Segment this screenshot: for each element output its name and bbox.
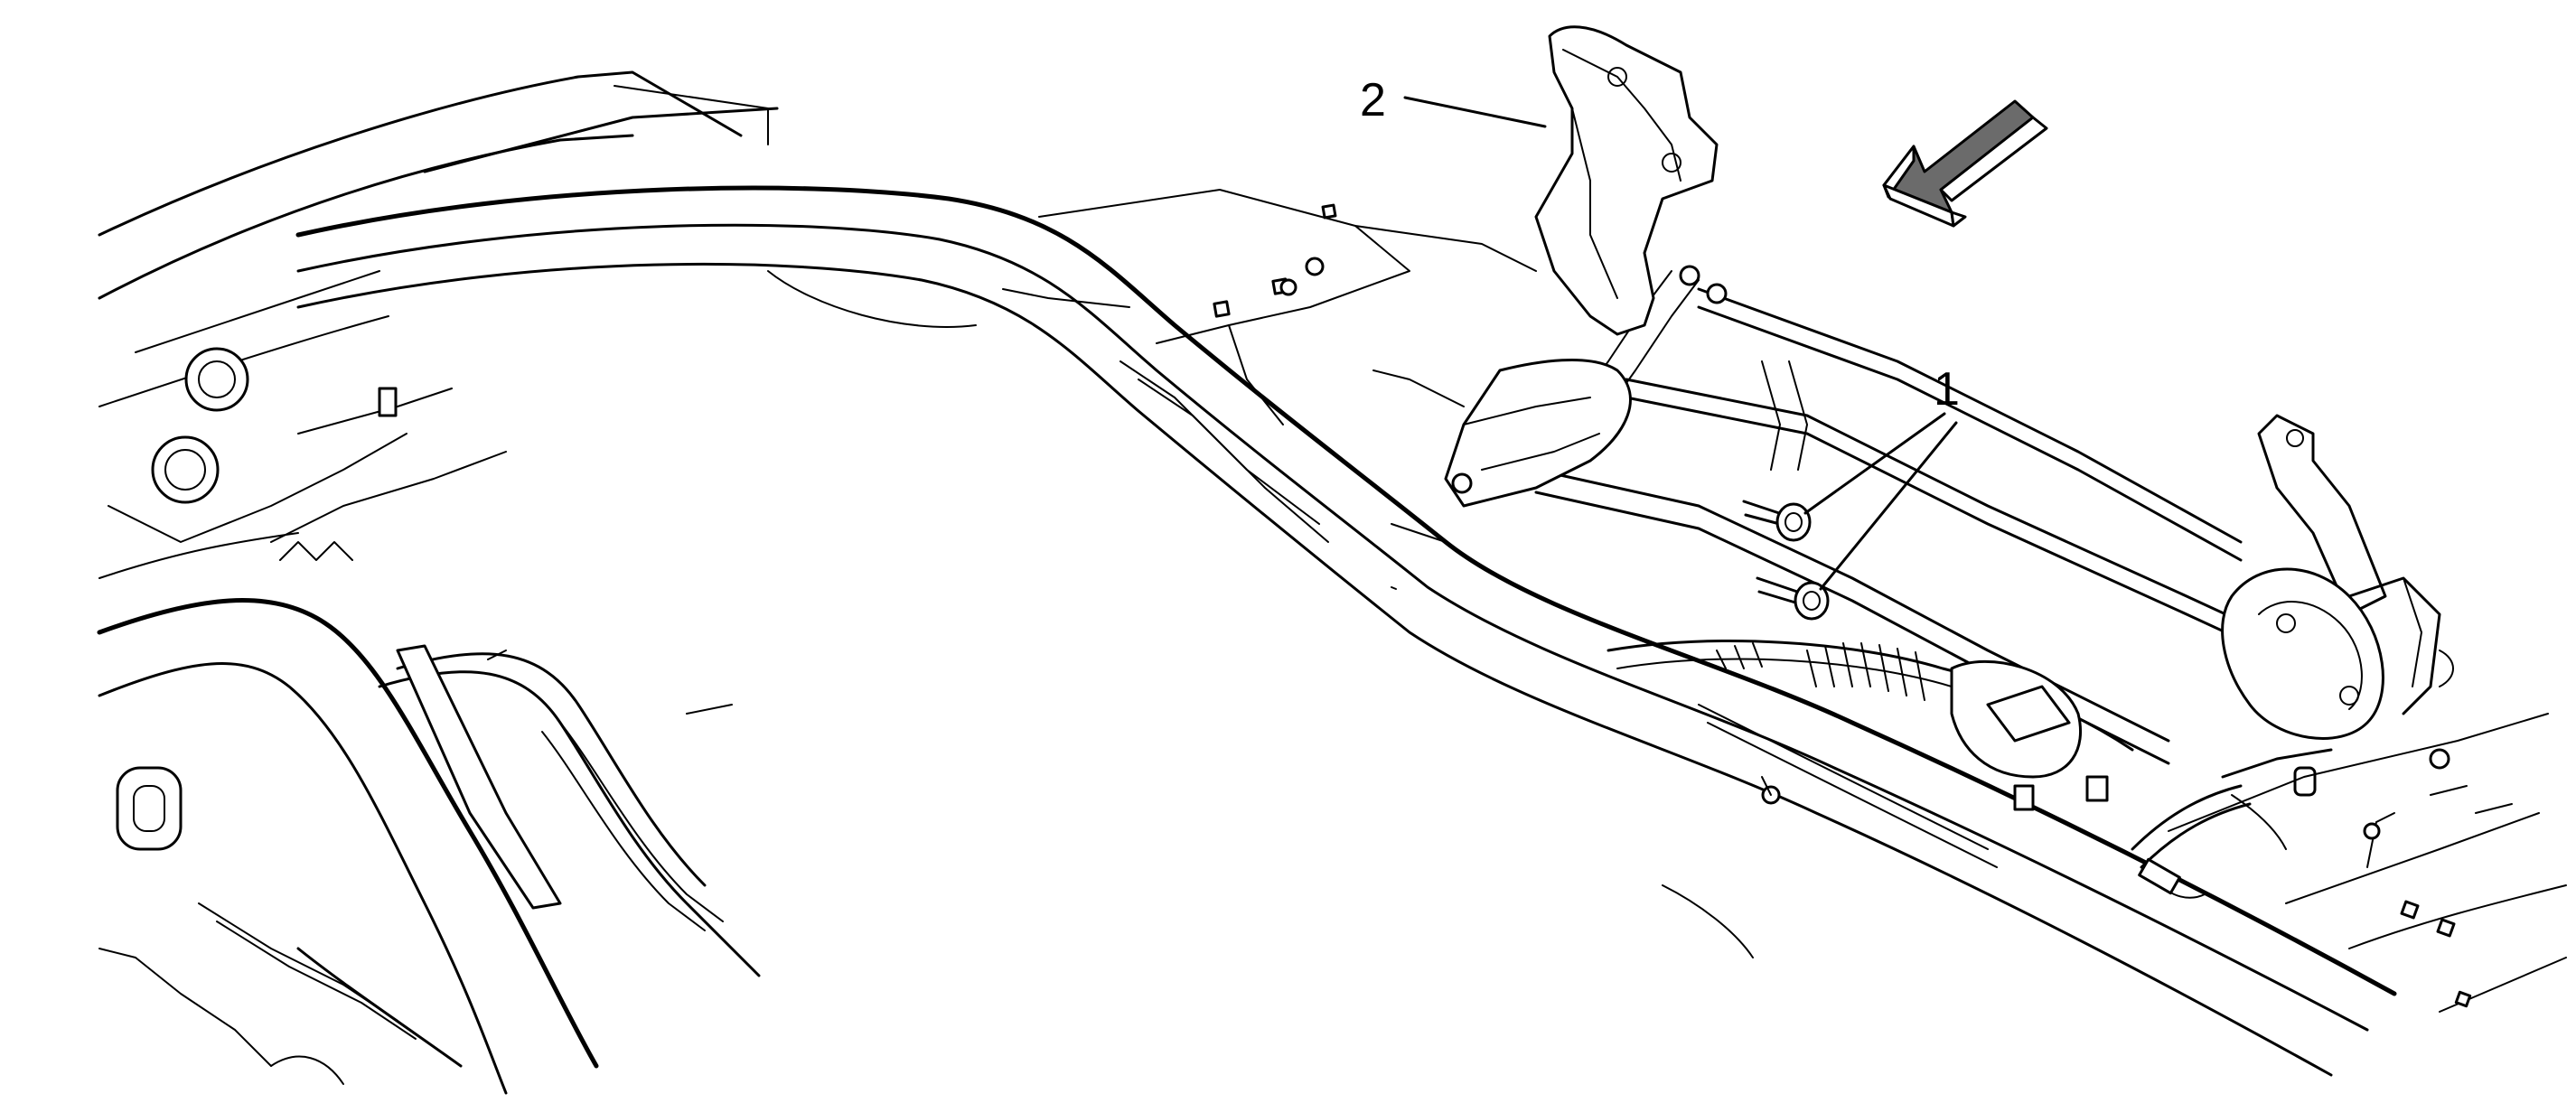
bolt-part-1-upper xyxy=(1742,500,1812,542)
callout-2-leader-line xyxy=(1403,96,1547,128)
lower-left-frame-rail xyxy=(97,598,761,1095)
crossmember-and-rods xyxy=(1534,265,2306,765)
callout-1-label: 1 xyxy=(1934,363,1960,416)
rear-body-panel xyxy=(98,70,779,579)
bracket-part-2 xyxy=(1444,25,1719,508)
callout-1-leader-line-lower xyxy=(1819,421,1958,591)
right-floor-panel xyxy=(1662,713,2567,1013)
right-rear-mount-bracket xyxy=(2221,414,2454,850)
bolt-part-1-lower xyxy=(1756,576,1830,621)
callout-2-label: 2 xyxy=(1360,74,1386,126)
center-floor-lines xyxy=(487,189,1537,715)
frame-rail xyxy=(295,185,2397,1077)
harness-bundle xyxy=(1606,640,2252,869)
forward-arrow-icon xyxy=(1882,99,2048,228)
callout-1-leader-line-upper xyxy=(1803,412,1946,515)
